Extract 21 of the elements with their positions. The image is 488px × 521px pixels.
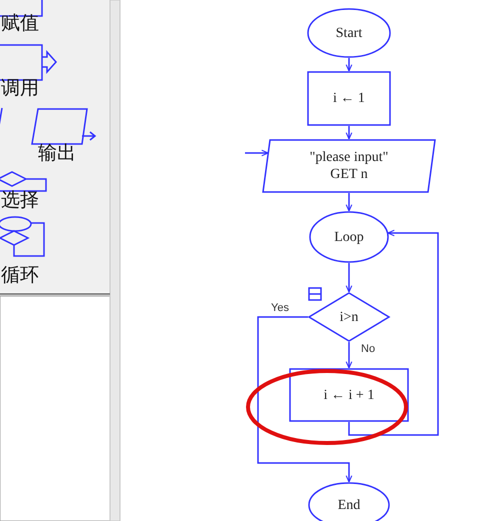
arrow (348, 230, 439, 436)
palette-label: 循环 (1, 263, 39, 288)
input-parallelogram: "please input" GET n (262, 139, 436, 193)
arrow (346, 342, 352, 369)
terminal-ellipse: Loop (309, 211, 389, 263)
arrow (346, 263, 352, 293)
edge-label: No (360, 343, 376, 355)
process-box: i ← i + 1 (289, 368, 409, 422)
terminal-ellipse: Start (307, 8, 391, 58)
arrow (346, 58, 352, 72)
palette-label: 选择 (1, 188, 39, 213)
arrow (245, 150, 269, 156)
palette-label: 输出 (38, 141, 76, 166)
arrow (346, 126, 352, 140)
edge-label: Yes (270, 302, 290, 314)
decision-diamond: i>n (308, 292, 390, 342)
palette-label: 赋值 (1, 11, 39, 36)
process-box: i ← 1 (307, 71, 391, 126)
palette-label: 调用 (1, 76, 39, 101)
arrow (346, 193, 352, 212)
arrow (257, 316, 352, 483)
